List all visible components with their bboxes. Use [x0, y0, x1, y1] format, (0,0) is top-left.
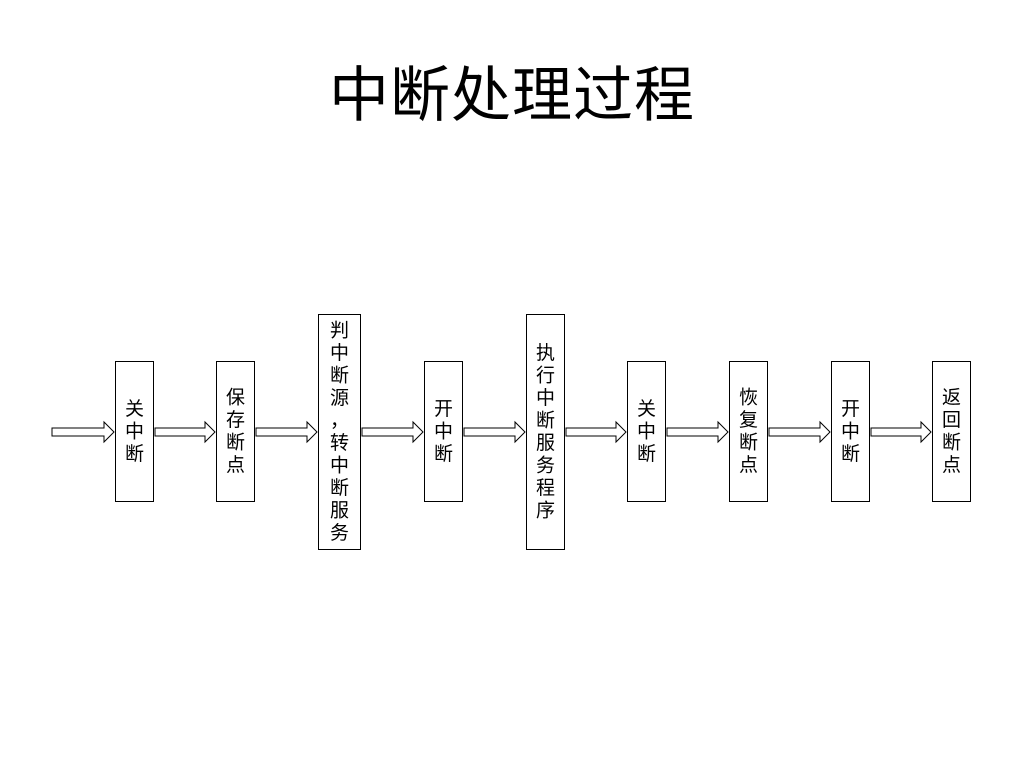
- step-box-border: [932, 361, 971, 502]
- step-box-open-interrupt-2: 开中断: [831, 361, 870, 502]
- flow-arrow-8: [768, 420, 831, 444]
- step-box-border: [526, 314, 565, 550]
- flow-arrow-7: [666, 420, 729, 444]
- step-box-border: [729, 361, 768, 502]
- step-label: 关中断: [125, 398, 144, 465]
- step-label: 关中断: [637, 398, 656, 465]
- step-box-border: [318, 314, 361, 550]
- step-box-restore-breakpoint: 恢复断点: [729, 361, 768, 502]
- step-label: 保存断点: [226, 387, 245, 477]
- flow-arrow-3: [255, 420, 318, 444]
- flow-arrow-2: [154, 420, 216, 444]
- step-label: 开中断: [434, 398, 453, 465]
- step-box-border: [424, 361, 463, 502]
- step-label: 执行中断服务程序: [536, 342, 555, 521]
- step-box-border: [115, 361, 154, 502]
- flow-arrow-5: [463, 420, 526, 444]
- step-box-close-interrupt-2: 关中断: [627, 361, 666, 502]
- flow-arrow-4: [361, 420, 424, 444]
- step-label: 开中断: [841, 398, 860, 465]
- step-box-execute-service: 执行中断服务程序: [526, 314, 565, 550]
- flow-arrow-6: [565, 420, 627, 444]
- step-box-border: [216, 361, 255, 502]
- step-box-identify-source: 判中断源，转中断服务: [318, 314, 361, 550]
- step-label: 判中断源，转中断服务: [330, 320, 349, 544]
- flow-arrow-9: [870, 420, 932, 444]
- step-label: 恢复断点: [739, 387, 758, 477]
- step-box-border: [831, 361, 870, 502]
- step-box-close-interrupt: 关中断: [115, 361, 154, 502]
- flow-arrow-1: [51, 420, 115, 444]
- step-label: 返回断点: [942, 387, 961, 477]
- step-box-open-interrupt: 开中断: [424, 361, 463, 502]
- step-box-save-breakpoint: 保存断点: [216, 361, 255, 502]
- step-box-return-breakpoint: 返回断点: [932, 361, 971, 502]
- step-box-border: [627, 361, 666, 502]
- page-title: 中断处理过程: [329, 61, 695, 131]
